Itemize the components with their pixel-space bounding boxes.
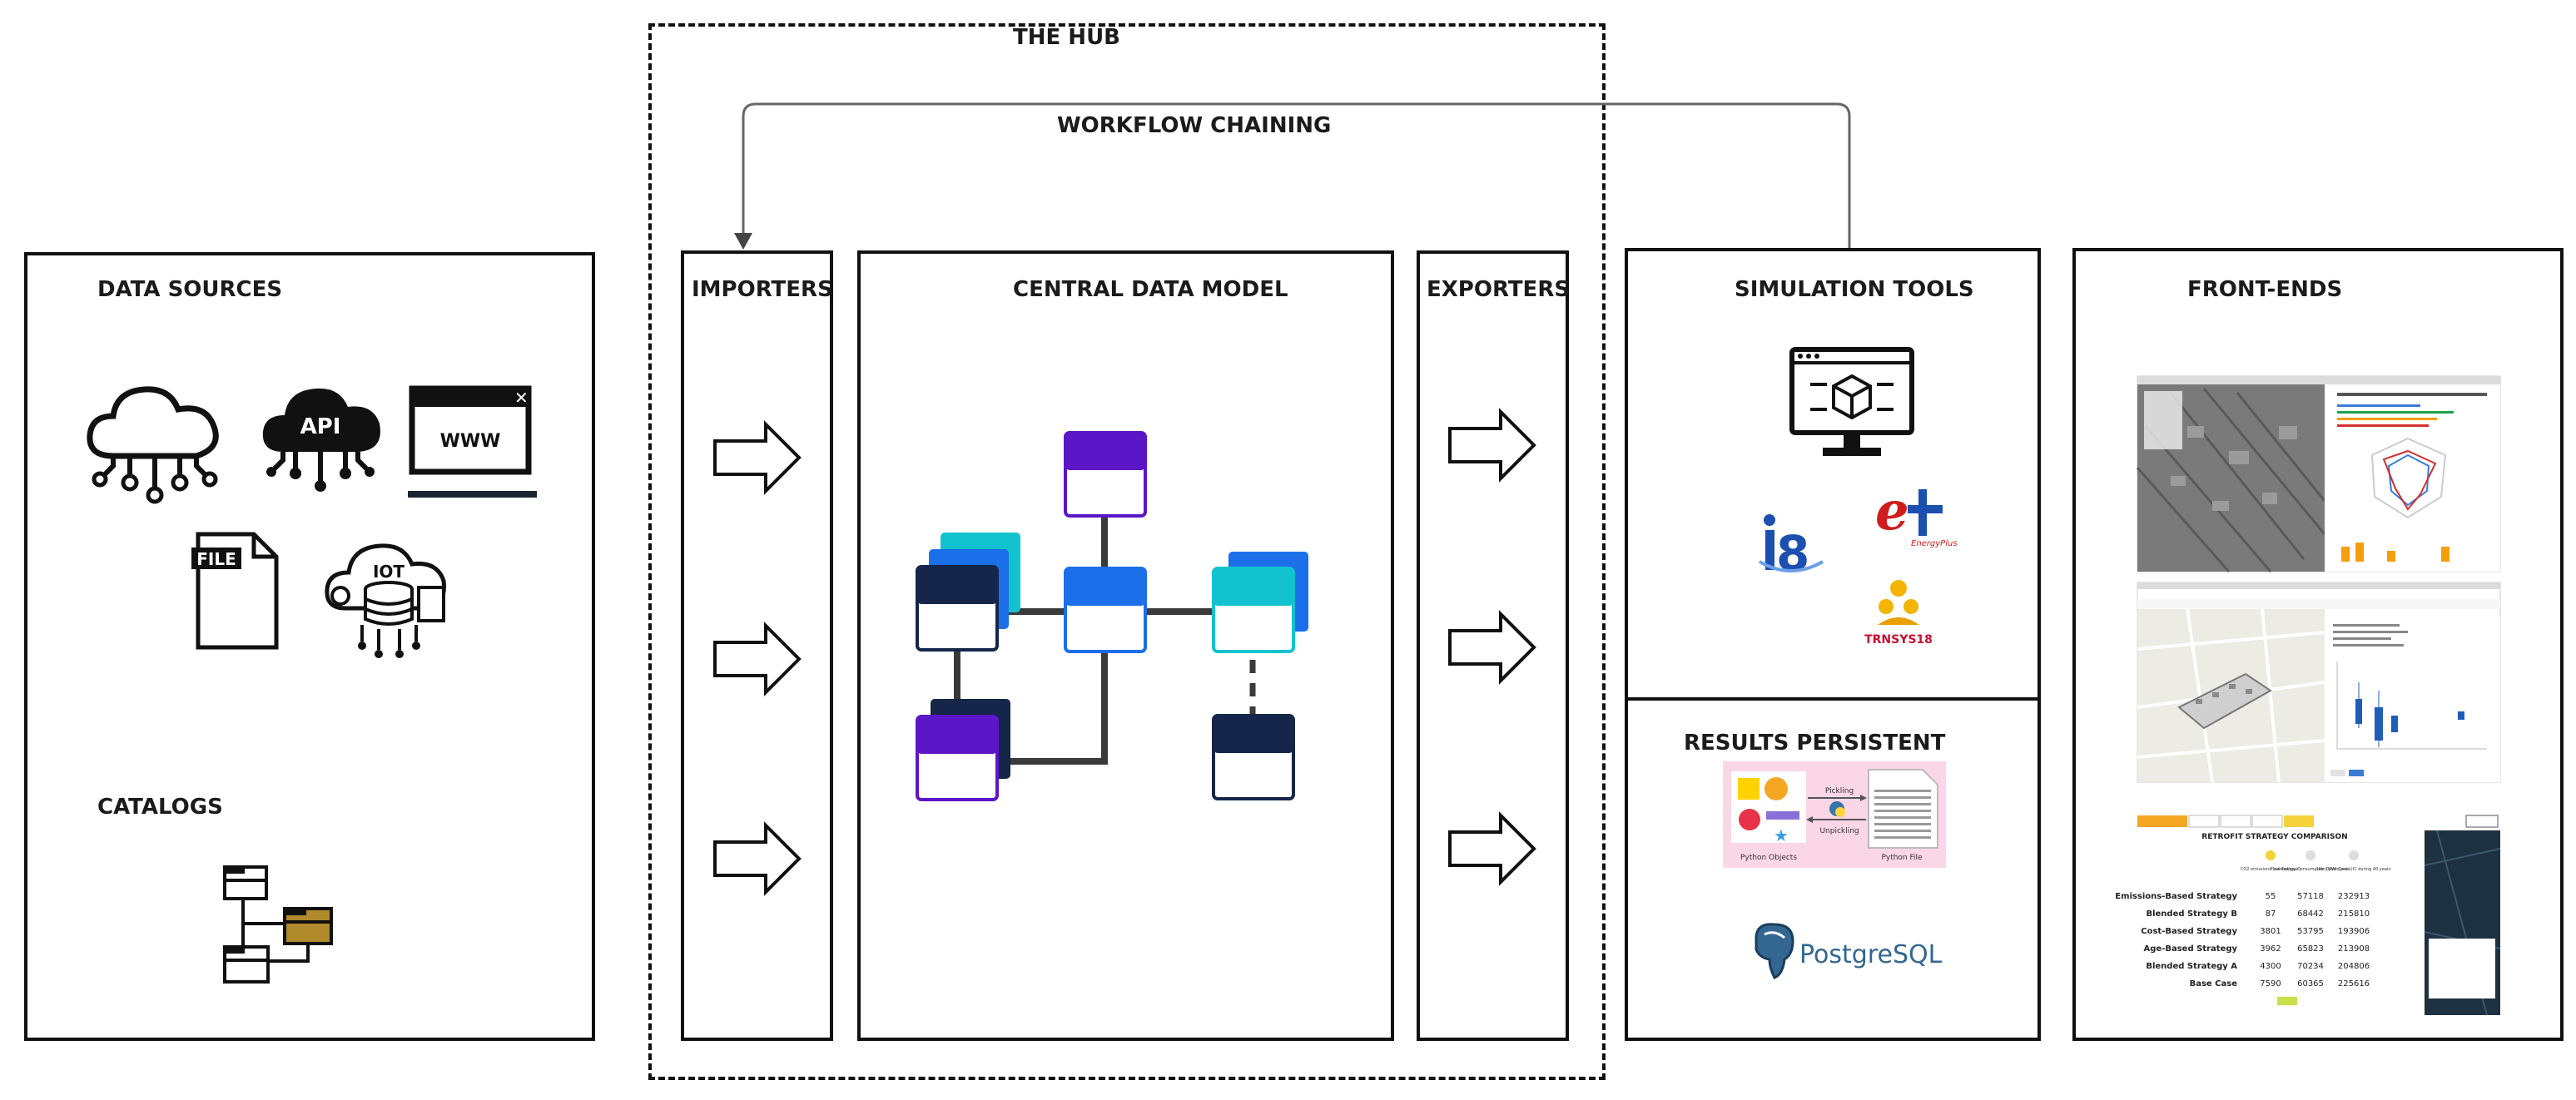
- www-label: WWW: [440, 431, 501, 452]
- svg-text:★: ★: [1774, 827, 1789, 845]
- retrofit-cell: 68442: [2297, 909, 2324, 919]
- retrofit-cell: 4300: [2260, 962, 2281, 971]
- trnsys-logo-icon: TRNSYS18: [1864, 580, 1933, 647]
- retrofit-cell: 215810: [2338, 909, 2370, 919]
- retrofit-cell: 193906: [2338, 927, 2370, 936]
- i8-logo-icon: 8: [1758, 514, 1824, 582]
- simulation-tools-title: SIMULATION TOOLS: [1735, 277, 1974, 302]
- retrofit-cell: 57118: [2297, 892, 2324, 901]
- retrofit-cell: 232913: [2338, 892, 2370, 901]
- results-persistent-panel: [1625, 697, 2041, 1041]
- results-persistent-title: RESULTS PERSISTENT: [1684, 731, 1946, 756]
- retrofit-cell: 3801: [2260, 927, 2281, 936]
- front-ends-title: FRONT-ENDS: [2187, 277, 2343, 302]
- retrofit-row-name: Blended Strategy A: [2146, 962, 2237, 971]
- retrofit-cell: 3962: [2260, 944, 2281, 954]
- frontend-screenshot-retrofit-table: RETROFIT STRATEGY COMPARISON CO2 emissio…: [2115, 815, 2501, 1016]
- retrofit-cell: 204806: [2338, 962, 2370, 971]
- file-icon: FILE: [191, 532, 279, 650]
- exporters-title: EXPORTERS: [1427, 277, 1571, 302]
- svg-text:EnergyPlus: EnergyPlus: [1911, 539, 1958, 548]
- python-objects-label: Python Objects: [1740, 854, 1797, 862]
- hub-container: [648, 23, 1606, 1080]
- python-file-label: Python File: [1881, 854, 1923, 862]
- importer-arrow-icon: [713, 821, 802, 896]
- importer-arrow-icon: [713, 622, 802, 696]
- iot-label: IOT: [373, 562, 405, 582]
- retrofit-cell: 87: [2266, 909, 2276, 919]
- trnsys-label: TRNSYS18: [1864, 633, 1933, 647]
- retrofit-column-header: Life Cycle Costs (€) during 40 years: [2316, 867, 2391, 872]
- retrofit-row-name: Cost-Based Strategy: [2141, 927, 2237, 936]
- pickling-label: Pickling: [1825, 787, 1854, 795]
- pickle-diagram: ★ Python Objects Pickling Unpickling Pyt…: [1723, 761, 1946, 868]
- retrofit-cell: 213908: [2338, 944, 2370, 954]
- simulation-tools-panel: [1625, 248, 2041, 701]
- retrofit-row-name: Base Case: [2190, 979, 2238, 989]
- frontend-screenshot-3d-city: [2136, 375, 2501, 572]
- retrofit-cell: 65823: [2297, 944, 2324, 954]
- svg-text:e: e: [1875, 480, 1909, 543]
- api-cloud-icon: API: [262, 388, 380, 492]
- retrofit-cell: 70234: [2297, 962, 2324, 971]
- retrofit-column-header: Final Energy Consumption (MWh/year): [2271, 867, 2350, 872]
- central-data-model-title: CENTRAL DATA MODEL: [1013, 277, 1288, 302]
- exporter-arrow-icon: [1448, 408, 1536, 483]
- retrofit-cell: 7590: [2260, 979, 2281, 989]
- postgresql-label: PostgreSQL: [1799, 940, 1943, 969]
- svg-text:✕: ✕: [514, 388, 529, 408]
- web-browser-icon: ✕ WWW: [408, 385, 537, 498]
- retrofit-cell: 55: [2266, 892, 2276, 901]
- catalogs-title: CATALOGS: [97, 795, 223, 820]
- retrofit-cell: 53795: [2297, 927, 2324, 936]
- file-label: FILE: [196, 549, 236, 569]
- data-model-graph: [916, 431, 1308, 801]
- importers-title: IMPORTERS: [692, 277, 833, 302]
- api-label: API: [300, 414, 341, 439]
- exporter-arrow-icon: [1448, 610, 1536, 685]
- frontend-screenshot-map: [2137, 582, 2501, 783]
- iot-database-icon: IOT: [325, 543, 446, 658]
- retrofit-table-header: RETROFIT STRATEGY COMPARISON: [2201, 833, 2347, 841]
- workflow-chaining-label: WORKFLOW CHAINING: [1057, 113, 1332, 138]
- monitor-cube-icon: [1789, 347, 1914, 456]
- exporter-arrow-icon: [1448, 811, 1536, 886]
- energyplus-logo-icon: e EnergyPlus: [1875, 480, 1958, 548]
- retrofit-row-name: Age-Based Strategy: [2144, 944, 2238, 954]
- cloud-network-icon: [87, 386, 219, 504]
- retrofit-cell: 60365: [2297, 979, 2324, 989]
- retrofit-column-header: CO2 emissions (annual/year): [2241, 867, 2301, 872]
- retrofit-row-name: Blended Strategy B: [2146, 909, 2237, 919]
- unpickling-label: Unpickling: [1819, 827, 1859, 835]
- hub-title: THE HUB: [1013, 25, 1120, 50]
- catalog-tree-icon: [223, 865, 333, 984]
- svg-text:8: 8: [1776, 525, 1809, 582]
- importer-arrow-icon: [713, 420, 802, 495]
- postgresql-logo-icon: PostgreSQL: [1755, 923, 1943, 979]
- retrofit-cell: 225616: [2338, 979, 2370, 989]
- retrofit-row-name: Emissions-Based Strategy: [2115, 892, 2237, 901]
- importers-panel: [681, 250, 833, 1041]
- data-sources-title: DATA SOURCES: [97, 277, 283, 302]
